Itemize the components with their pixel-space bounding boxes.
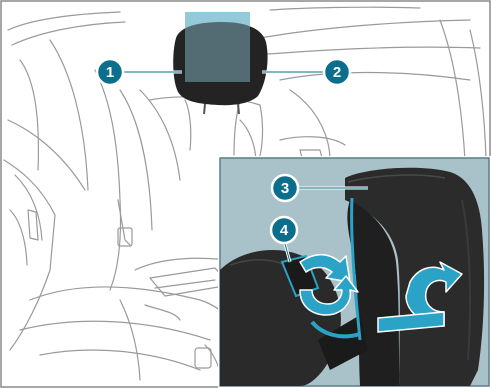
callout-1-label: 1: [106, 64, 114, 81]
headrest-post-right: [238, 104, 239, 114]
callout-2: 2: [324, 59, 350, 85]
headrest-post-left: [204, 104, 205, 114]
callout-2-label: 2: [333, 64, 341, 81]
detail-left-cushion: [220, 250, 341, 386]
callout-3: 3: [272, 175, 298, 201]
callout-4: 4: [271, 217, 297, 243]
callout-1: 1: [97, 59, 123, 85]
detail-inset: 3 4: [218, 156, 491, 388]
callout-3-label: 3: [281, 180, 289, 197]
callout-4-label: 4: [280, 222, 289, 239]
headrest-highlight-overlay: [185, 12, 250, 82]
